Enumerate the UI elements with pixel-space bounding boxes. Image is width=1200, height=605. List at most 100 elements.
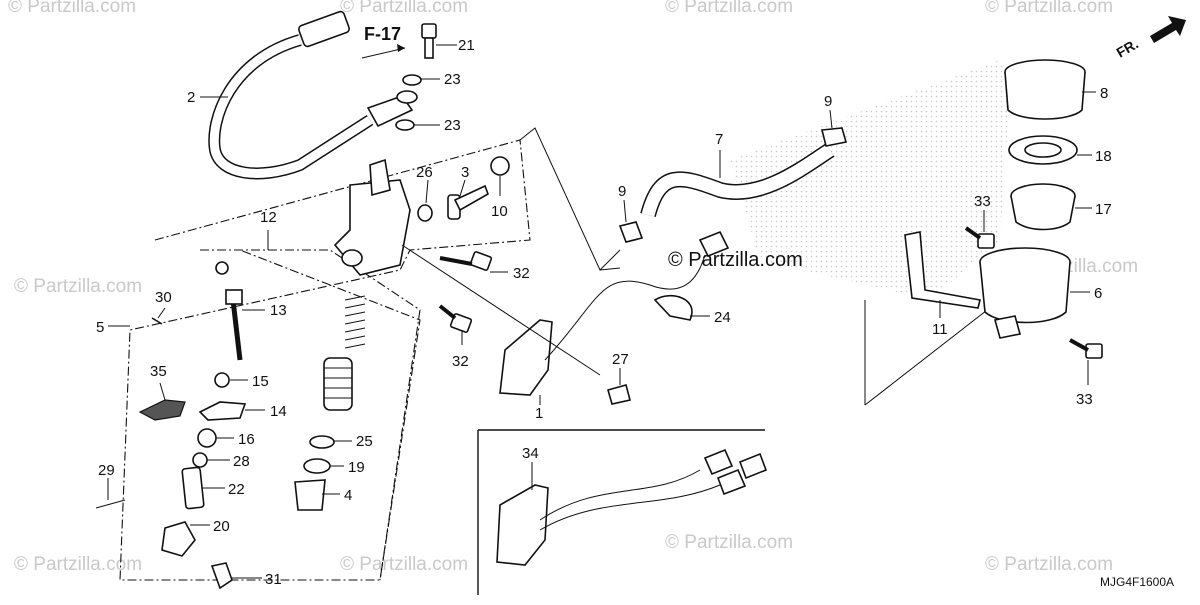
pin-part <box>151 317 163 325</box>
joint-part <box>447 184 489 220</box>
callout-29: 29 <box>98 462 115 479</box>
clevis-part <box>161 521 196 557</box>
callout-31: 31 <box>265 571 282 588</box>
callout-2: 2 <box>187 89 195 106</box>
callout-5: 5 <box>96 319 104 336</box>
reservoir-tank-part <box>979 247 1071 339</box>
brake-switch-part <box>499 319 553 396</box>
shading-area <box>730 60 1010 300</box>
watermark-layer: © Partzilla.com © Partzilla.com © Partzi… <box>8 0 1138 575</box>
bolt-part <box>964 226 995 249</box>
leader-line <box>519 127 621 271</box>
watermark-text: © Partzilla.com <box>8 0 136 17</box>
bolt-part <box>438 304 473 333</box>
plate-part <box>138 399 186 421</box>
oring-part <box>417 204 433 222</box>
bolt-part <box>1069 338 1103 359</box>
callout-21: 21 <box>458 37 475 54</box>
bolt-part <box>421 23 437 59</box>
joint-part <box>181 466 205 510</box>
callout-26: 26 <box>416 164 433 181</box>
callout-6: 6 <box>1094 285 1102 302</box>
diaphragm-plate-part <box>1008 135 1078 165</box>
callout-labels: 2 21 23 23 3 26 10 32 32 12 13 15 14 16 … <box>96 37 1112 588</box>
clamp-part <box>653 295 693 321</box>
reservoir-bracket-part <box>904 231 981 309</box>
screw-part <box>607 384 631 405</box>
watermark-text: © Partzilla.com <box>665 0 793 17</box>
callout-35: 35 <box>150 363 167 380</box>
callout-14: 14 <box>270 403 287 420</box>
piston-part <box>323 357 353 411</box>
callout-32: 32 <box>452 353 469 370</box>
callout-34: 34 <box>522 445 539 462</box>
callout-17: 17 <box>1095 201 1112 218</box>
center-watermark-text: © Partzilla.com <box>668 249 803 271</box>
leader-line <box>401 244 601 376</box>
plate-part <box>198 401 247 421</box>
grommet-part <box>490 156 510 176</box>
diaphragm-part <box>1010 183 1076 231</box>
assembly-boundary-12 <box>200 249 421 581</box>
callout-22: 22 <box>228 481 245 498</box>
brake-hose <box>208 10 418 180</box>
callout-24: 24 <box>714 309 731 326</box>
spring-part <box>344 295 366 349</box>
callout-16: 16 <box>238 431 255 448</box>
pushrod-part <box>215 261 243 361</box>
connector-part <box>698 230 730 258</box>
washer-part <box>395 119 415 131</box>
callout-33: 33 <box>1076 391 1093 408</box>
watermark-text: © Partzilla.com <box>665 532 793 553</box>
callout-9: 9 <box>618 183 626 200</box>
switch-wire <box>544 254 706 361</box>
hose-clip-part <box>820 127 848 147</box>
boot-part <box>294 479 326 511</box>
callout-12: 12 <box>260 209 277 226</box>
front-direction-arrow-icon <box>1150 16 1186 43</box>
switch-harness-part <box>496 448 768 566</box>
watermark-text: © Partzilla.com <box>340 554 468 575</box>
callout-7: 7 <box>715 131 723 148</box>
inset-frame <box>477 429 765 595</box>
callout-4: 4 <box>344 487 352 504</box>
reference-arrowhead <box>397 44 405 52</box>
callout-23: 23 <box>444 71 461 88</box>
nut-part <box>197 428 217 448</box>
callout-3: 3 <box>461 164 469 181</box>
callout-8: 8 <box>1100 85 1108 102</box>
assembly-boundary-5 <box>119 139 531 581</box>
leader-lines <box>107 44 1096 579</box>
hose-clip-part <box>618 221 644 243</box>
circlip-part <box>303 458 331 474</box>
front-direction-label: FR. <box>1114 35 1142 60</box>
reference-f17-label: F-17 <box>364 24 401 44</box>
callout-30: 30 <box>155 289 172 306</box>
callout-9: 9 <box>824 93 832 110</box>
callout-13: 13 <box>270 302 287 319</box>
circlip-part <box>309 435 335 449</box>
pin-part <box>95 499 126 509</box>
callout-1: 1 <box>535 405 543 422</box>
callout-32: 32 <box>513 265 530 282</box>
watermark-text: © Partzilla.com <box>985 554 1113 575</box>
callout-28: 28 <box>233 453 250 470</box>
clip-part <box>210 562 233 590</box>
washer-part <box>402 74 422 86</box>
callout-18: 18 <box>1095 148 1112 165</box>
watermark-text: © Partzilla.com <box>14 276 142 297</box>
callout-20: 20 <box>213 518 230 535</box>
callout-25: 25 <box>356 433 373 450</box>
reservoir-cap-part <box>1004 59 1086 120</box>
callout-15: 15 <box>252 373 269 390</box>
nut-part <box>192 452 208 468</box>
callout-19: 19 <box>348 459 365 476</box>
callout-10: 10 <box>491 203 508 220</box>
leader-line <box>864 299 1001 406</box>
callout-11: 11 <box>932 321 948 338</box>
master-cylinder <box>333 158 411 276</box>
watermark-text: © Partzilla.com <box>14 554 142 575</box>
reservoir-hose <box>640 143 835 218</box>
callout-23: 23 <box>444 117 461 134</box>
